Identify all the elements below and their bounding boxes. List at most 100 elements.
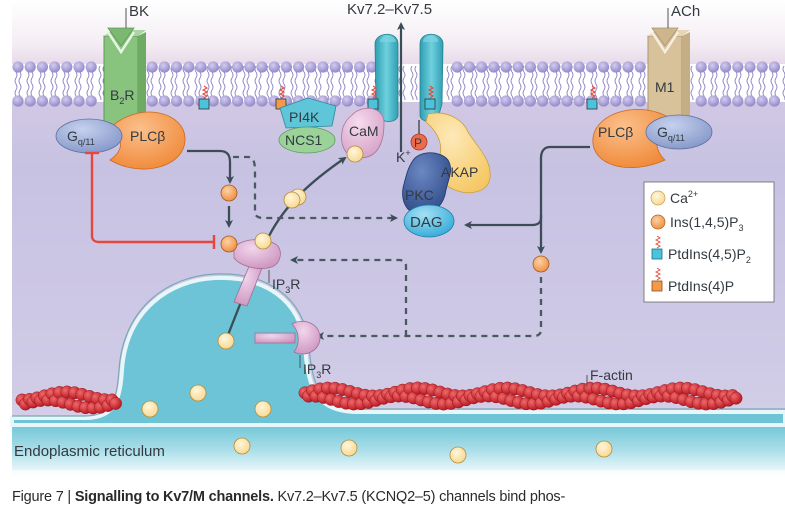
- lipid-head: [171, 61, 183, 73]
- lipid-head: [73, 95, 85, 107]
- ip3-circle-icon: [650, 214, 666, 230]
- lipid-head: [354, 61, 366, 73]
- phosphate-group: [410, 133, 428, 151]
- lipid-head: [598, 95, 610, 107]
- lipid-head: [622, 95, 634, 107]
- legend-item-pip2: PtdIns(4,5)P2: [651, 235, 751, 265]
- lipid-head: [451, 95, 463, 107]
- lipid-head: [756, 95, 768, 107]
- lipid-head: [195, 61, 207, 73]
- actin-monomer: [729, 391, 743, 405]
- m1-receptor: M1: [647, 8, 690, 129]
- calcium-ion: [449, 446, 467, 464]
- lipid-head: [268, 61, 280, 73]
- caption-figure-number: Figure 7 |: [12, 489, 75, 505]
- lipid-head: [305, 61, 317, 73]
- ip3r-lower-label: IP: [303, 361, 316, 377]
- lipid-head: [744, 95, 756, 107]
- lipid-head: [219, 95, 231, 107]
- dag-label: DAG: [410, 214, 443, 231]
- plc-right-label: PLCβ: [598, 124, 633, 140]
- svg-text:PtdIns(4)P: PtdIns(4)P: [668, 278, 734, 294]
- lipid-head: [219, 61, 231, 73]
- lipid-head: [366, 61, 378, 73]
- figure-caption: Figure 7 | Signalling to Kv7/M channels.…: [12, 489, 565, 505]
- dag-molecule: [403, 204, 455, 238]
- lipid-head: [85, 95, 97, 107]
- gq11-right: [645, 114, 713, 150]
- calcium-ion: [217, 332, 235, 350]
- plc-left-to-ip3-arrow: [187, 149, 234, 184]
- calcium-ion: [141, 400, 159, 418]
- lipid-head: [707, 95, 720, 107]
- plc-beta-left: [109, 111, 186, 170]
- lipid-head: [561, 95, 573, 107]
- lipid-head: [36, 95, 49, 107]
- ip3-molecule: [220, 184, 238, 202]
- calcium-ion: [189, 384, 207, 402]
- lipid-head: [549, 61, 561, 73]
- molecules: [141, 145, 613, 464]
- svg-text:IP3R: IP3R: [272, 276, 300, 295]
- lipid-head: [317, 61, 329, 73]
- lipid-head: [207, 61, 219, 73]
- lipid-head: [256, 61, 268, 73]
- er-lumen-bottom: [12, 420, 785, 478]
- ach-label: ACh: [671, 3, 700, 20]
- lipid-head: [451, 61, 463, 73]
- svg-text:PtdIns(4,5)P2: PtdIns(4,5)P2: [668, 246, 751, 265]
- caption-title: Signalling to Kv7/M channels.: [74, 489, 274, 505]
- er-label: Endoplasmic reticulum: [14, 443, 165, 460]
- dashed-to-lower-ip3r-arrow: [316, 277, 543, 340]
- lipid-head: [232, 95, 244, 107]
- bk-label: BK: [129, 3, 149, 20]
- pip2-marker: [586, 98, 598, 110]
- ncs1-label: NCS1: [285, 132, 323, 148]
- calcium-ion: [595, 440, 613, 458]
- m1-label: M1: [655, 79, 675, 95]
- f-actin-filament: [15, 381, 743, 415]
- lipid-head: [524, 95, 537, 107]
- pkc-label: PKC: [405, 187, 434, 203]
- gq-left-label: G: [67, 128, 78, 144]
- ip3-receptor-lower: IP3R: [254, 320, 331, 380]
- lipid-head: [256, 95, 268, 107]
- legend-item-pi4p: PtdIns(4)P: [651, 267, 734, 294]
- lipid-head: [756, 61, 768, 73]
- plc-right-to-dag-arrow: [464, 145, 590, 229]
- lipid-head: [524, 61, 537, 73]
- lipid-head: [695, 61, 707, 73]
- lipid-head: [280, 61, 292, 73]
- legend-item-ip3: Ins(1,4,5)P3: [650, 214, 744, 233]
- lipid-head: [512, 95, 524, 107]
- lipid-head: [12, 95, 24, 107]
- lipid-head: [24, 61, 36, 73]
- lipid-head: [158, 61, 170, 73]
- dashed-to-dag-arrow: [233, 155, 398, 222]
- pip2-marker: [367, 98, 379, 110]
- lipid-head: [500, 95, 512, 107]
- lipid-head: [171, 95, 183, 107]
- legend: Ca2+ Ins(1,4,5)P3 PtdIns(4,5)P2 PtdIns(4…: [643, 181, 775, 303]
- lipid-head: [732, 95, 744, 107]
- dashed-arrows: [233, 155, 543, 340]
- calcium-ion: [340, 439, 358, 457]
- dashed-to-upper-ip3r-arrow: [290, 256, 408, 336]
- calcium-ion: [346, 145, 364, 163]
- legend-box: [643, 181, 775, 303]
- ncs1-protein: [278, 126, 336, 154]
- lipid-head: [622, 61, 634, 73]
- f-actin-label: F-actin: [590, 367, 633, 383]
- gq11-left: [55, 118, 123, 154]
- lipid-head: [634, 95, 646, 107]
- lipid-head: [329, 95, 341, 107]
- lipid-head: [512, 61, 524, 73]
- lipid-head: [146, 61, 158, 73]
- lipid-head: [183, 61, 195, 73]
- pip2-marker: [198, 98, 210, 110]
- calcium-ion: [233, 437, 251, 455]
- lipid-head: [73, 61, 85, 73]
- lipid-head: [49, 61, 61, 73]
- phosphate-label: P: [414, 136, 422, 150]
